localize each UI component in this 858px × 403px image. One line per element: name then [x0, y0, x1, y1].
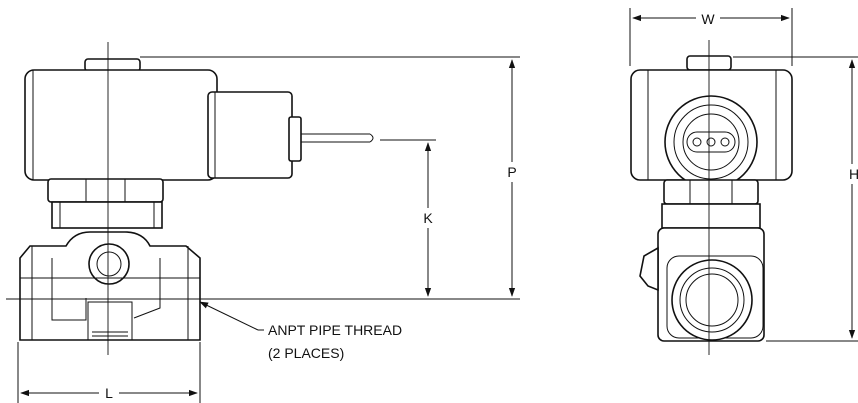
body-boss: [88, 243, 130, 285]
coil-housing: [24, 69, 218, 181]
side-tab: [639, 246, 659, 292]
h-dimension-label: H: [849, 166, 858, 182]
valve-body: [19, 231, 201, 341]
hex-nut: [47, 178, 164, 203]
thread-leader-line: [199, 301, 259, 331]
l-dimension-label: L: [105, 385, 113, 401]
cable-gland: [288, 116, 302, 162]
front-stem: [661, 203, 761, 229]
front-hex-nut: [663, 179, 759, 205]
pin-3: [720, 137, 730, 147]
connector-face: [664, 95, 758, 189]
w-dimension-label: W: [701, 11, 715, 27]
front-view: W H: [629, 8, 858, 355]
thread-note-line1: ANPT PIPE THREAD: [268, 322, 402, 338]
thread-note-line2: (2 PLACES): [268, 345, 344, 361]
pin-2: [706, 137, 716, 147]
pin-1: [692, 137, 702, 147]
side-view: P K L ANPT PIPE THREAD (2 PLACES): [6, 42, 522, 403]
k-dimension-label: K: [423, 210, 433, 226]
connector-box: [207, 91, 293, 179]
lead-wires: [301, 133, 370, 143]
p-dimension-label: P: [507, 164, 516, 180]
stem: [51, 201, 163, 229]
outlet-port: [671, 259, 753, 341]
